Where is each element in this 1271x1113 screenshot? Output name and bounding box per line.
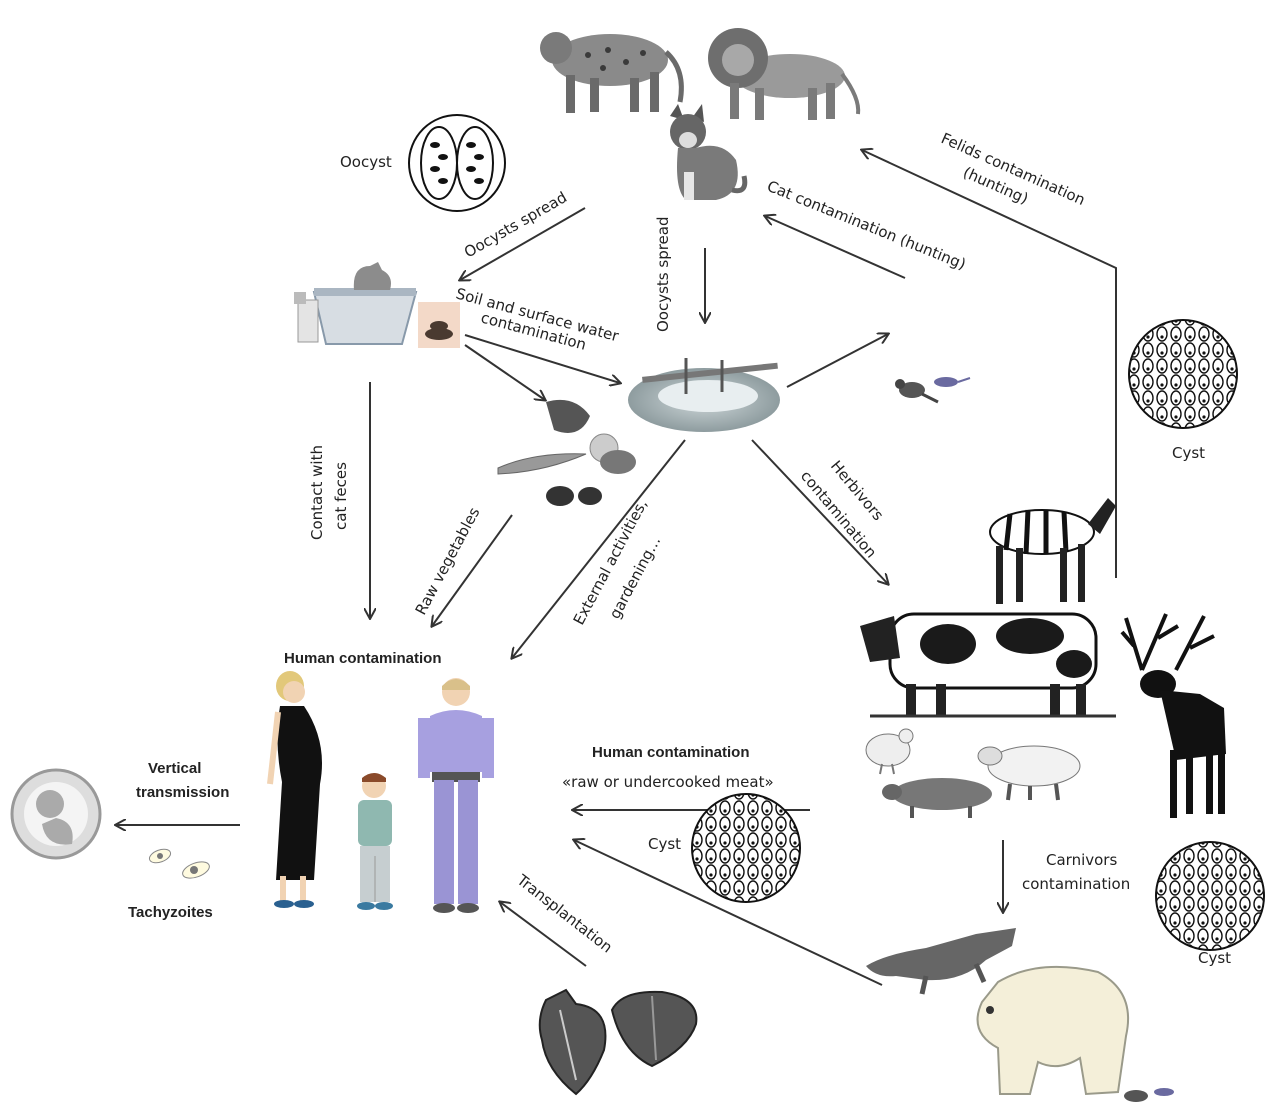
raw-vegetables-label: Raw vegetables: [412, 504, 484, 618]
deer-icon: [1122, 614, 1226, 818]
feces-icon: [418, 302, 460, 348]
cyst-icon: [1156, 842, 1264, 950]
contact-cat-feces-label-2: cat feces: [332, 462, 350, 530]
pond-icon: [628, 358, 780, 432]
bird-mouse-icon: [1124, 1088, 1174, 1102]
cyst-icon: [692, 794, 800, 902]
man-icon: [418, 678, 494, 913]
cyst-center-label: Cyst: [648, 835, 681, 853]
oocysts-spread-center-label: Oocysts spread: [654, 216, 672, 332]
human-contamination-meat-label-2: «raw or undercooked meat»: [562, 773, 774, 791]
oocyst-icon: [409, 115, 505, 211]
sheep-icon: [978, 746, 1080, 800]
liver-icon: [612, 992, 696, 1066]
lion-icon: [708, 28, 858, 120]
jaguar-icon: [540, 32, 681, 113]
fetus-icon: [12, 770, 100, 858]
pig-icon: [882, 778, 992, 818]
child-icon: [357, 773, 393, 910]
vegetables-icon: [498, 400, 636, 506]
carnivors-label-2: contamination: [1022, 875, 1130, 893]
carnivors-label-1: Carnivors: [1046, 851, 1117, 869]
pregnant-woman-icon: [270, 671, 322, 908]
vertical-transmission-label-2: transmission: [136, 784, 229, 801]
human-contamination-meat-label-1: Human contamination: [592, 744, 750, 761]
arrow-pond-to-bird: [787, 334, 888, 387]
cyst-right-top-label: Cyst: [1172, 444, 1205, 462]
heart-icon: [540, 990, 606, 1094]
cyst-right-bottom-label: Cyst: [1198, 949, 1231, 967]
chicken-icon: [866, 729, 913, 774]
cat-contamination-label: Cat contamination (hunting): [765, 177, 969, 273]
transplantation-label: Transplantation: [513, 870, 616, 956]
polar-bear-icon: [978, 967, 1129, 1094]
litter-box-icon: [294, 262, 416, 344]
bird-mouse-icon: [895, 377, 970, 402]
arrow-litter-to-vegetables: [465, 345, 545, 400]
arrow-felids-hunting: [862, 150, 1116, 578]
vertical-transmission-label-1: Vertical: [148, 760, 201, 777]
zebra-icon: [990, 498, 1116, 604]
tachyzoites-icon: [148, 847, 212, 882]
contact-cat-feces-label-1: Contact with: [308, 445, 326, 540]
fox-icon: [866, 928, 1016, 994]
human-contamination-title: Human contamination: [284, 650, 442, 667]
tachyzoites-label: Tachyzoites: [128, 904, 213, 921]
cow-icon: [860, 614, 1116, 716]
oocyst-label: Oocyst: [340, 153, 392, 171]
cyst-icon: [1129, 320, 1237, 428]
